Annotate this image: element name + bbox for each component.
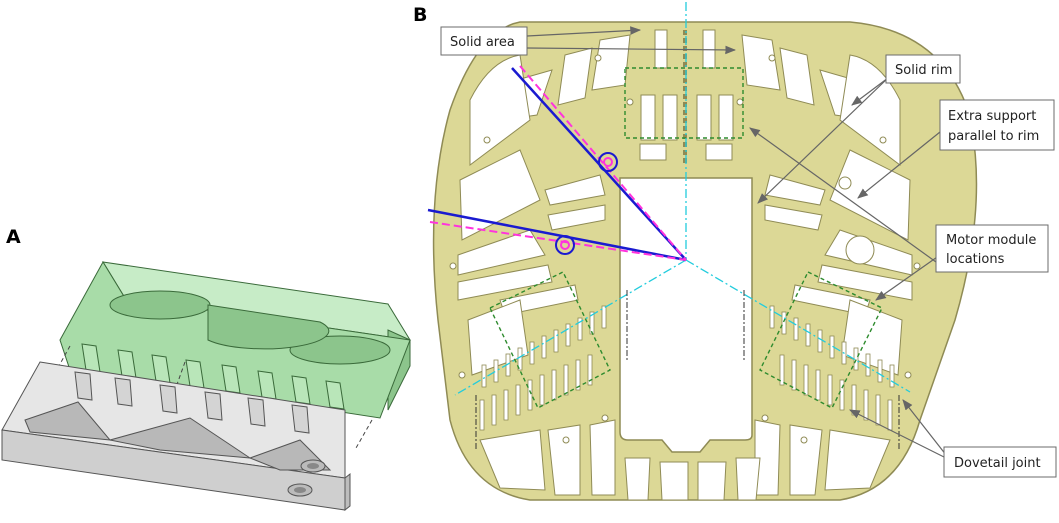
motor-frame-plate [432,21,978,501]
callout-solid-rim-text: Solid rim [895,63,952,78]
joint-indicators [475,290,900,450]
magenta-circle-upper [603,157,613,167]
callout-motor-module-line1: Motor module [946,233,1036,248]
arrow-solid-area-2 [526,45,737,55]
blue-circle-lower [555,235,575,255]
callout-solid-area-text: Solid area [450,35,515,50]
callout-extra-support-line1: Extra support [948,109,1036,124]
arrow-extra-support [857,131,941,199]
motor-box-left [489,271,611,409]
blue-circle-upper [598,152,618,172]
right-dovetail-teeth [769,305,895,431]
magenta-line-lower [429,221,687,261]
arrow-motor-2 [875,254,941,301]
bottom-cutouts [624,457,761,501]
arrow-motor-1 [749,127,937,263]
magenta-line-upper [519,65,687,261]
callout-dovetail: Dovetail joint [943,446,1057,478]
left-dovetail-teeth [479,305,607,431]
centerlines [454,2,911,396]
magenta-circle-lower [560,240,570,250]
blue-line-lower [427,208,687,262]
arrow-dovetail-2 [902,399,951,461]
motor-module-boxes [489,67,883,409]
panel-a-assembly [1,261,411,512]
callout-dovetail-text: Dovetail joint [954,456,1041,471]
motor-box-top [624,67,744,139]
screw-holes [449,54,921,444]
panel-a-label: A [6,226,21,248]
arrow-solid-rim-1 [757,77,889,204]
central-window [619,177,753,453]
grey-dovetail-part [1,361,351,512]
callout-extra-support: Extra support parallel to rim [939,99,1055,151]
left-cutouts [457,54,616,496]
callout-motor-module-line2: locations [946,252,1005,267]
callout-solid-rim: Solid rim [885,54,961,84]
callout-solid-area: Solid area [440,26,528,56]
arrow-dovetail-1 [849,409,951,461]
panel-b-label: B [413,4,427,26]
callout-extra-support-line2: parallel to rim [948,129,1039,144]
arrow-solid-area-1 [526,26,642,37]
callout-motor-module: Motor module locations [935,224,1049,273]
callout-arrows [526,26,951,461]
arrow-solid-rim-2 [851,77,889,106]
angle-lines [427,65,687,262]
motor-box-right [759,271,883,409]
